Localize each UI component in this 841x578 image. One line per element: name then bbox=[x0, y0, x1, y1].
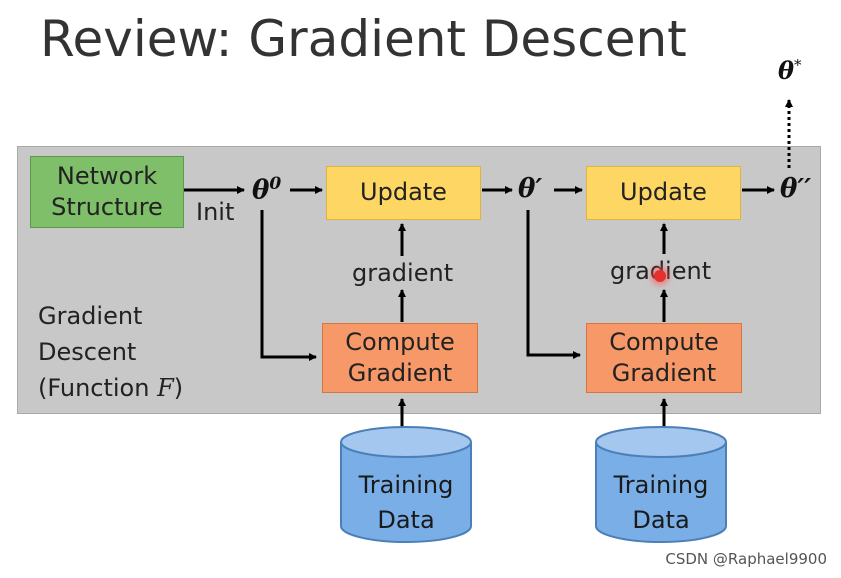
gd-label-suffix: ) bbox=[173, 374, 184, 402]
training-data-1-line2: Data bbox=[377, 506, 435, 534]
theta-star-label: θ* bbox=[778, 56, 802, 85]
training-data-1-line1: Training bbox=[358, 471, 454, 499]
gradient-label-1: gradient bbox=[352, 259, 454, 287]
init-label: Init bbox=[196, 198, 235, 226]
training-data-2-line2: Data bbox=[632, 506, 690, 534]
theta-0-base: θ bbox=[252, 175, 270, 206]
compute-gradient-box-2: Compute Gradient bbox=[586, 323, 742, 393]
gd-label-line1: Gradient bbox=[38, 302, 143, 330]
training-data-cylinder-2 bbox=[595, 426, 727, 543]
gd-label-line3: (Function F) bbox=[38, 370, 183, 406]
training-data-2-line1: Training bbox=[613, 471, 709, 499]
gradient-descent-function-label: Gradient Descent (Function F) bbox=[38, 298, 183, 406]
theta-star-base: θ bbox=[778, 56, 795, 85]
watermark: CSDN @Raphael9900 bbox=[665, 550, 827, 568]
update-box-2-label: Update bbox=[620, 178, 707, 207]
theta-0-label: θ0 bbox=[252, 174, 281, 206]
compute-gradient-1-line1: Compute bbox=[345, 327, 455, 356]
arrow-theta0-to-compute1 bbox=[260, 210, 317, 361]
gd-label-variable: F bbox=[157, 374, 174, 402]
compute-gradient-box-1: Compute Gradient bbox=[322, 323, 478, 393]
laser-pointer-dot bbox=[654, 270, 666, 282]
training-data-cylinder-1 bbox=[340, 426, 472, 543]
network-structure-box: Network Structure bbox=[30, 156, 184, 228]
update-box-2: Update bbox=[586, 166, 741, 220]
theta-0-superscript: 0 bbox=[269, 174, 282, 194]
training-data-label-1: Training Data bbox=[339, 468, 473, 538]
compute-gradient-2-line2: Gradient bbox=[611, 359, 717, 387]
theta-star-superscript: * bbox=[794, 56, 802, 74]
gd-label-line2: Descent bbox=[38, 338, 137, 366]
update-box-1: Update bbox=[326, 166, 481, 220]
network-structure-line1: Network bbox=[56, 161, 158, 190]
slide-title: Review: Gradient Descent bbox=[40, 10, 687, 68]
compute-gradient-1-line2: Gradient bbox=[347, 359, 453, 387]
theta-double-prime-label: θ′′ bbox=[780, 174, 812, 204]
training-data-label-2: Training Data bbox=[594, 468, 728, 538]
compute-gradient-2-line1: Compute bbox=[609, 327, 719, 356]
arrow-thetaprime-to-compute2 bbox=[526, 210, 581, 359]
network-structure-line2: Structure bbox=[51, 193, 163, 221]
update-box-1-label: Update bbox=[360, 178, 447, 207]
theta-prime-label: θ′ bbox=[518, 174, 543, 204]
gd-label-prefix: (Function bbox=[38, 374, 158, 402]
